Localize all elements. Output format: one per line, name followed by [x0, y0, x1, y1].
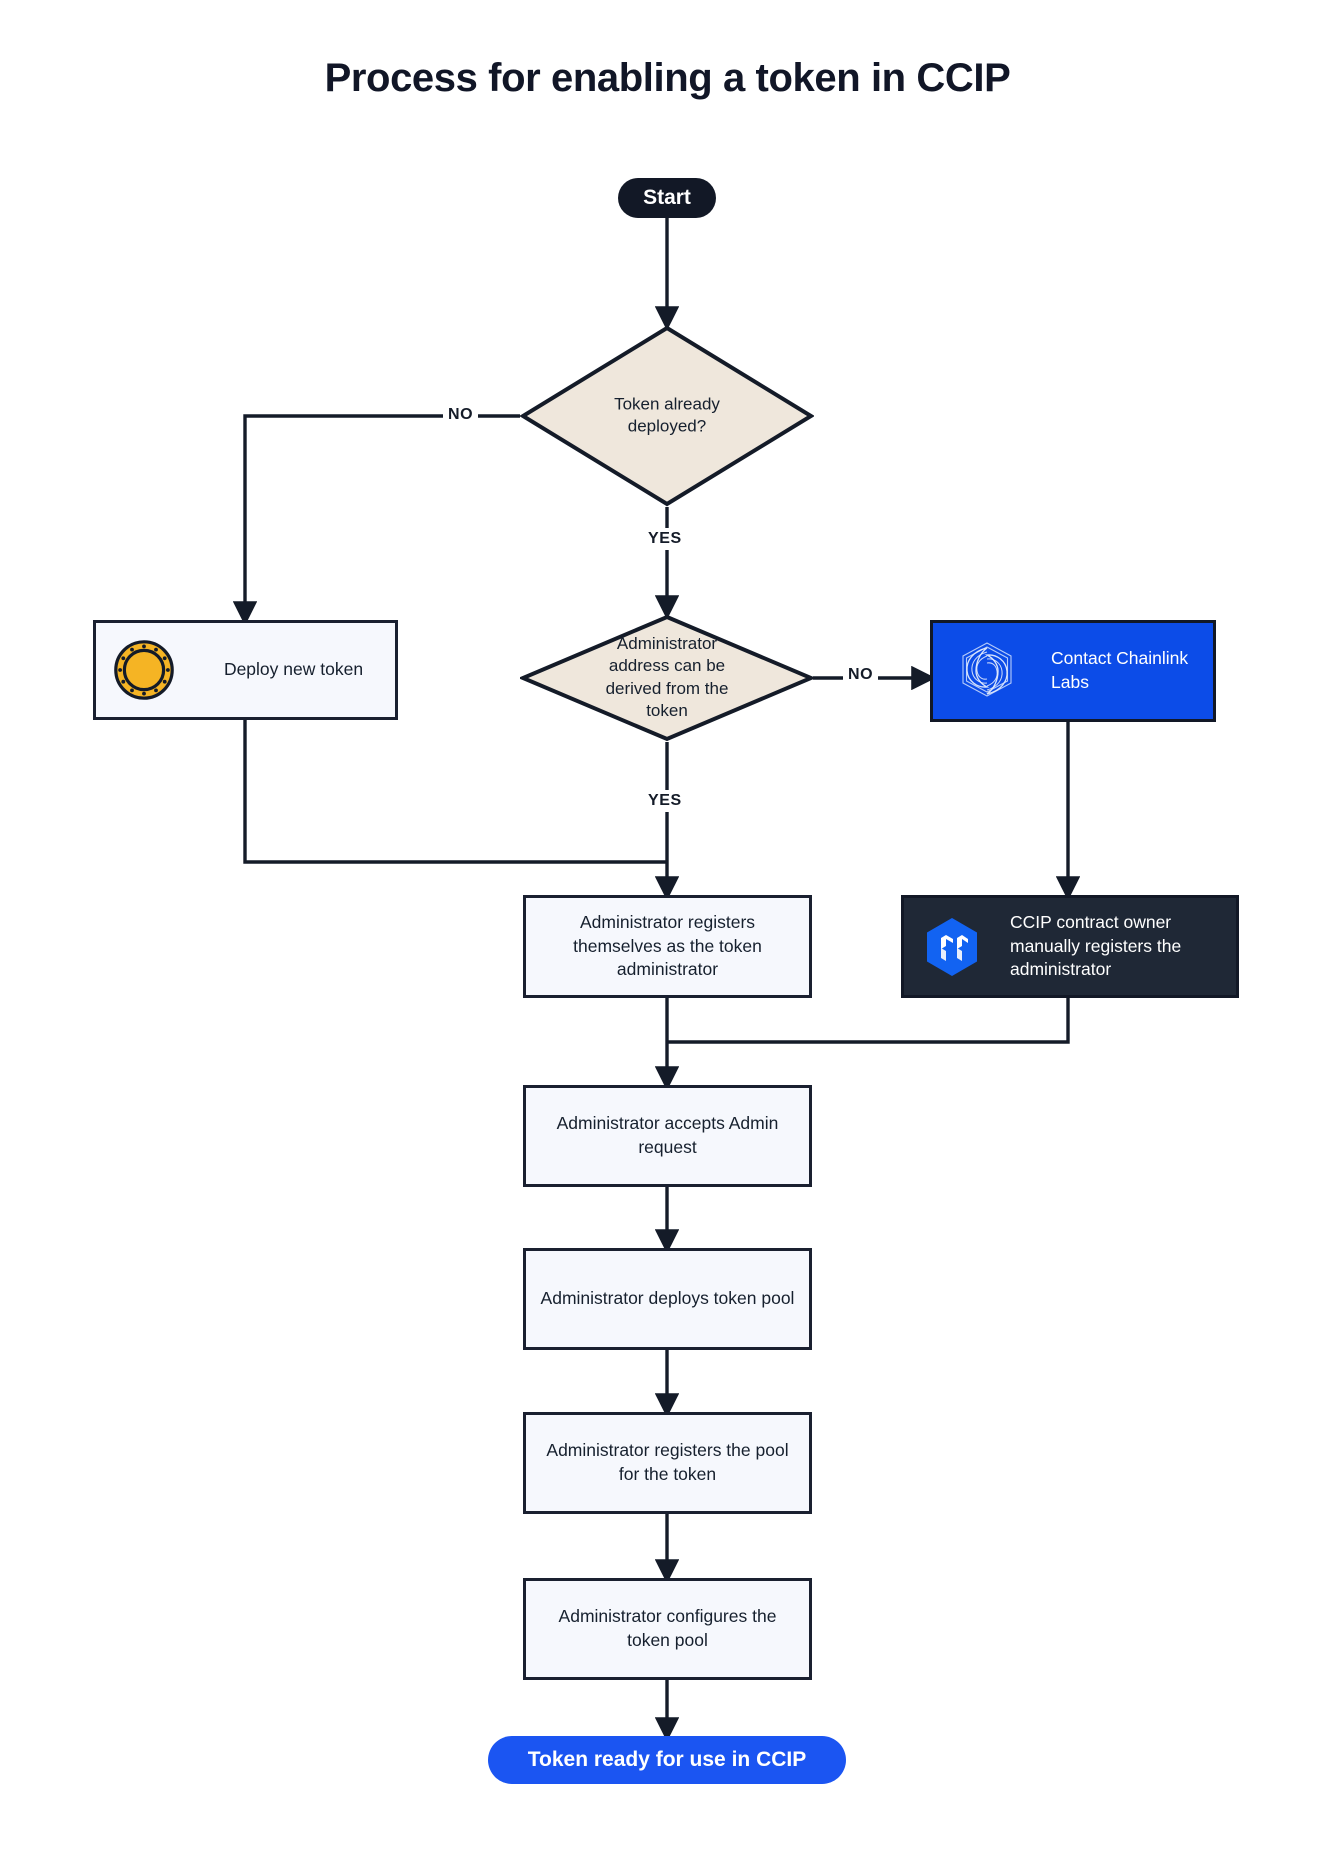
edge-label-admin-derivable-no: NO — [843, 664, 879, 686]
diamond-shape-token-deployed — [520, 325, 814, 507]
node-contact-chainlink-labs[interactable]: Contact Chainlink Labs — [930, 620, 1216, 722]
node-deploy-new-token-label: Deploy new token — [223, 659, 364, 680]
node-admin-accepts-request-label: Administrator accepts Admin request — [556, 1113, 779, 1157]
diamond-shape-admin-derivable — [520, 614, 814, 742]
edge-label-admin-derivable-yes: YES — [643, 790, 687, 812]
node-admin-configures-pool[interactable]: Administrator configures the token pool — [523, 1578, 812, 1680]
node-admin-registers-self[interactable]: Administrator registers themselves as th… — [523, 895, 812, 998]
edge-deploy-merge — [243, 720, 667, 864]
node-decision-token-deployed[interactable]: Token already deployed? — [520, 325, 814, 507]
node-ccip-owner-registers-label: CCIP contract owner manually registers t… — [1010, 912, 1182, 980]
node-token-ready[interactable]: Token ready for use in CCIP — [488, 1736, 846, 1784]
node-admin-registers-self-label: Administrator registers themselves as th… — [573, 912, 762, 980]
node-ccip-owner-registers[interactable]: CCIP contract owner manually registers t… — [901, 895, 1239, 998]
node-contact-chainlink-labs-label: Contact Chainlink Labs — [1051, 648, 1189, 692]
node-token-ready-label: Token ready for use in CCIP — [527, 1748, 807, 1771]
node-admin-registers-pool-label: Administrator registers the pool for the… — [546, 1440, 789, 1484]
chainlink-logo-icon — [933, 635, 1041, 707]
node-start[interactable]: Start — [618, 178, 716, 218]
node-admin-deploys-pool-label: Administrator deploys token pool — [540, 1288, 795, 1309]
page-title: Process for enabling a token in CCIP — [324, 56, 1011, 100]
node-admin-registers-pool[interactable]: Administrator registers the pool for the… — [523, 1412, 812, 1514]
ccip-hexagon-icon — [904, 915, 1000, 979]
node-start-label: Start — [643, 186, 691, 209]
edge-ccipowner-merge — [667, 998, 1070, 1044]
edge-label-token-deployed-no: NO — [443, 404, 479, 426]
node-deploy-new-token[interactable]: Deploy new token — [93, 620, 398, 720]
edge-decision1-no — [232, 414, 520, 626]
edge-label-token-deployed-yes: YES — [643, 528, 687, 550]
coin-icon — [96, 639, 192, 701]
node-admin-configures-pool-label: Administrator configures the token pool — [558, 1606, 777, 1650]
node-admin-accepts-request[interactable]: Administrator accepts Admin request — [523, 1085, 812, 1187]
node-admin-deploys-pool[interactable]: Administrator deploys token pool — [523, 1248, 812, 1350]
node-decision-admin-derivable[interactable]: Administrator address can be derived fro… — [520, 614, 814, 742]
